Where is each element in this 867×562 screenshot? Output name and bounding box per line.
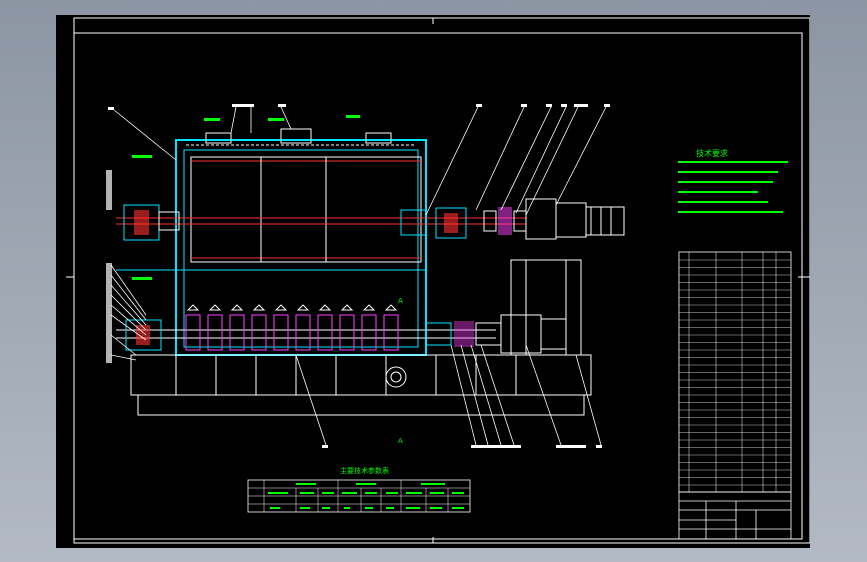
- tech-req-title: 技术要求: [696, 148, 728, 158]
- inner-frame: [73, 32, 803, 540]
- nozzle-labels: [132, 115, 360, 280]
- title-block: [678, 491, 792, 540]
- vessel-body: [116, 128, 625, 416]
- parts-list: [678, 251, 792, 493]
- process-table-title: 主要技术参数表: [340, 466, 389, 475]
- assembly-drawing: A A 技术要求: [66, 17, 810, 544]
- technical-requirements: 技术要求: [678, 148, 788, 213]
- process-table: 主要技术参数表: [247, 466, 471, 513]
- callout-tags: [106, 104, 610, 448]
- section-mark-bottom: A: [398, 437, 403, 445]
- agitator-paddles: [185, 314, 399, 351]
- section-mark-top: A: [398, 297, 403, 305]
- leader-lines: [110, 106, 607, 446]
- parts-list-rows: [679, 259, 791, 486]
- drawing-sheet: A A 技术要求: [56, 15, 810, 548]
